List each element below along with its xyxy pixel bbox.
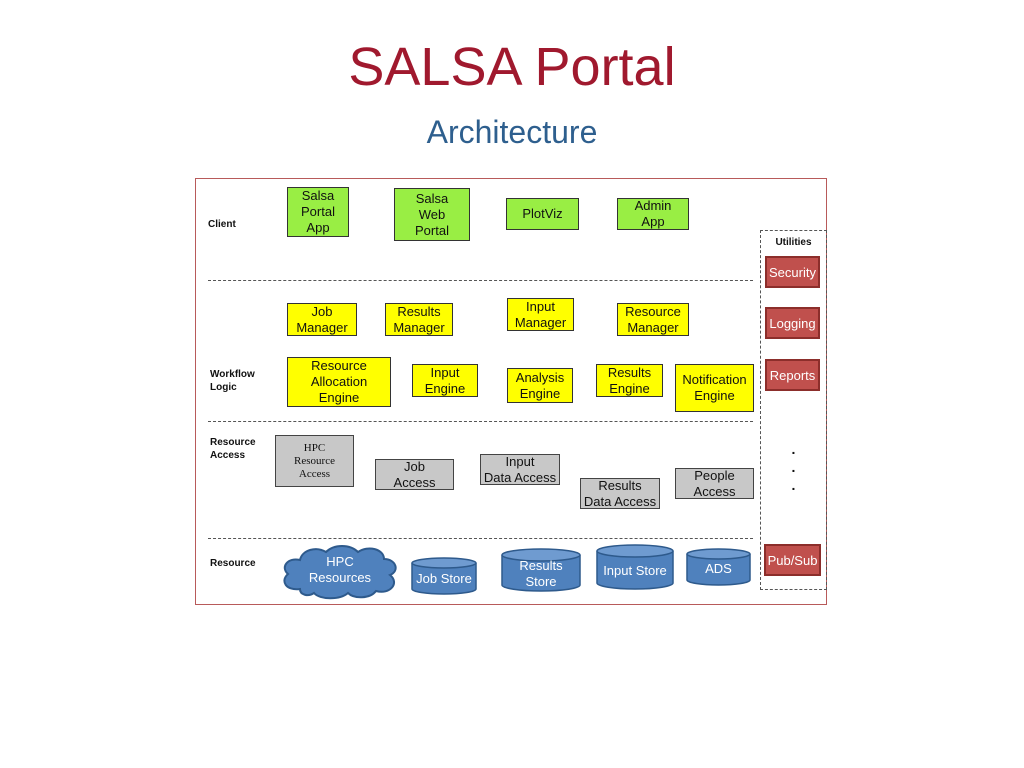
layer-separator [208, 538, 753, 539]
utilities-ellipsis: . . . [791, 441, 796, 493]
resource-allocation-engine-box: Resource Allocation Engine [287, 357, 391, 407]
input-engine-label: Input Engine [424, 364, 466, 396]
salsa-portal-app-box: Salsa Portal App [287, 187, 349, 237]
input-data-access-label: Input Data Access [483, 453, 557, 485]
hpc-resource-access-box: HPC Resource Access [275, 435, 354, 487]
input-engine-box: Input Engine [412, 364, 478, 397]
ads-cylinder-icon [686, 548, 751, 586]
notification-engine-label: Notification Engine [682, 372, 747, 403]
ads-label: ADS [705, 561, 732, 576]
salsa-portal-app-label: Salsa Portal App [301, 188, 335, 235]
admin-app-box: Admin App [617, 198, 689, 230]
plotviz-box: PlotViz [506, 198, 579, 230]
hpc-resource-access-label: HPC Resource Access [294, 441, 335, 480]
job-store-cylinder-icon [411, 557, 477, 595]
resource-manager-box: Resource Manager [617, 303, 689, 336]
layer-separator [208, 280, 753, 281]
layer-separator [208, 421, 753, 422]
resource-manager-label: Resource Manager [625, 303, 681, 335]
results-engine-label: Results Engine [607, 364, 652, 396]
people-access-box: People Access [675, 468, 754, 499]
admin-app-label: Admin App [634, 198, 672, 229]
input-store-cylinder-icon [596, 544, 674, 590]
job-manager-label: Job Manager [296, 303, 348, 335]
security-box: Security [765, 256, 820, 288]
layer-label-workflow: Workflow Logic [210, 369, 255, 393]
plotviz-label: PlotViz [522, 206, 563, 221]
results-data-access-box: Results Data Access [580, 478, 660, 509]
salsa-web-portal-box: Salsa Web Portal [394, 188, 470, 241]
resource-allocation-engine-label: Resource Allocation Engine [310, 358, 368, 405]
job-access-label: Job Access [393, 458, 436, 490]
input-store-label: Input Store [603, 563, 667, 578]
results-store-label: Results Store [519, 558, 563, 589]
layer-label-client: Client [208, 219, 236, 230]
results-store-cylinder-icon [501, 548, 581, 592]
analysis-engine-label: Analysis Engine [515, 369, 565, 401]
hpc-resources-label: HPC Resources [308, 554, 372, 585]
job-manager-box: Job Manager [287, 303, 357, 336]
pubsub-box: Pub/Sub [764, 544, 821, 576]
job-access-box: Job Access [375, 459, 454, 490]
salsa-web-portal-label: Salsa Web Portal [415, 190, 449, 238]
hpc-resources-cloud-icon [283, 545, 397, 600]
input-manager-label: Input Manager [514, 298, 567, 330]
slide-subtitle: Architecture [426, 114, 598, 150]
layer-label-resource-access: Resource Access [210, 437, 256, 461]
analysis-engine-box: Analysis Engine [507, 368, 573, 403]
reports-box: Reports [765, 359, 820, 391]
logging-box: Logging [765, 307, 820, 339]
layer-label-resource: Resource [210, 558, 256, 569]
input-manager-box: Input Manager [507, 298, 574, 331]
job-store-label: Job Store [416, 571, 472, 586]
results-data-access-label: Results Data Access [583, 477, 657, 509]
results-manager-label: Results Manager [393, 303, 445, 335]
utilities-panel: Utilities [760, 230, 827, 590]
people-access-label: People Access [693, 467, 736, 499]
results-manager-box: Results Manager [385, 303, 453, 336]
notification-engine-box: Notification Engine [675, 364, 754, 412]
results-engine-box: Results Engine [596, 364, 663, 397]
input-data-access-box: Input Data Access [480, 454, 560, 485]
utilities-title: Utilities [775, 237, 812, 248]
slide-title: SALSA Portal [348, 37, 676, 97]
